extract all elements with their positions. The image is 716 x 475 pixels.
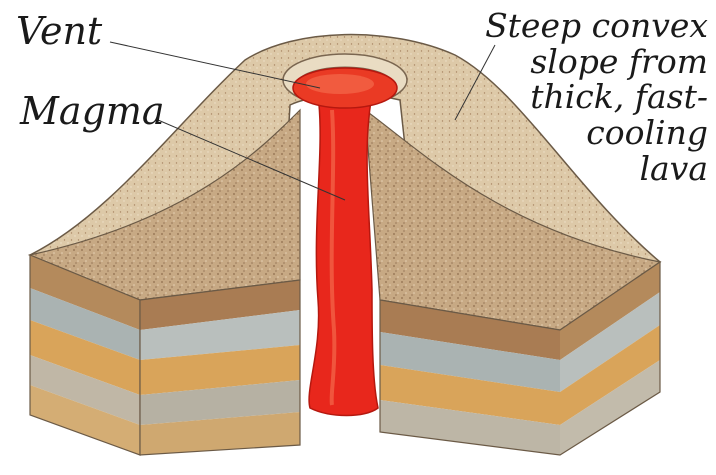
slope-label-line: slope from bbox=[485, 44, 708, 80]
slope-label: Steep convex slope from thick, fast- coo… bbox=[485, 8, 708, 186]
slope-label-line: cooling bbox=[485, 115, 708, 151]
slope-label-line: lava bbox=[485, 151, 708, 187]
slope-label-line: Steep convex bbox=[485, 8, 708, 44]
magma-label: Magma bbox=[20, 92, 165, 132]
magma-pipe bbox=[309, 95, 378, 416]
vent-label: Vent bbox=[16, 12, 102, 52]
middle-strata bbox=[140, 280, 300, 455]
slope-label-line: thick, fast- bbox=[485, 79, 708, 115]
